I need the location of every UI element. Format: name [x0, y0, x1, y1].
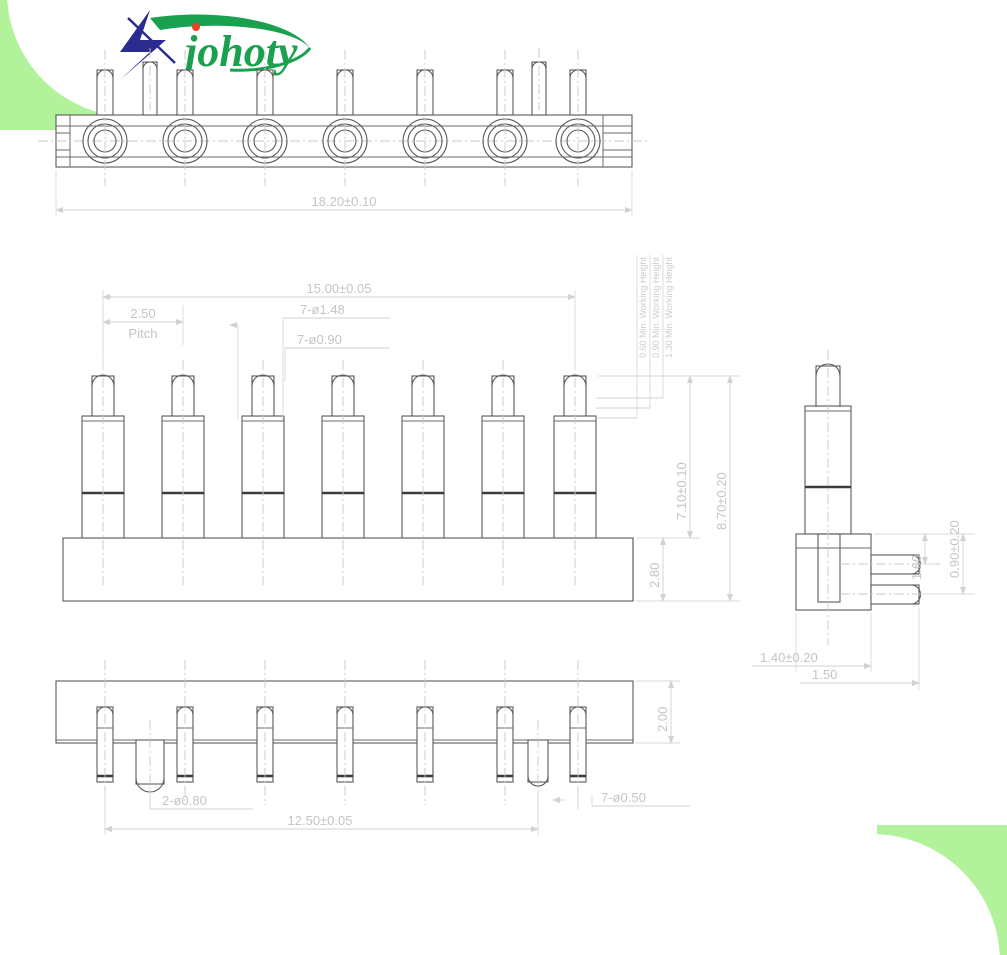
side-view-tail-lower — [840, 584, 940, 605]
dim-label-body-height: 2.80 — [647, 563, 662, 588]
logo-mark-swoosh-tail — [229, 47, 312, 72]
top-view-pin-1 — [82, 50, 128, 186]
dim-label-working-height-1: 0.60 Min. Working Height — [638, 257, 648, 358]
bottom-view-guide-post-2 — [527, 720, 549, 805]
dim-label-pitch-caption: Pitch — [129, 326, 158, 341]
dim-label-pitch-value: 2.50 — [130, 306, 155, 321]
dim-label-body-depth: 1.40±0.20 — [760, 650, 818, 665]
dim-tail-length: 1.50 — [800, 607, 920, 690]
bottom-view-pins — [96, 660, 587, 805]
dim-label-pin-span: 15.00±0.05 — [307, 281, 372, 296]
dim-pin-height: 7.10±0.10 — [598, 375, 700, 539]
bottom-view-pin-1 — [96, 660, 114, 805]
dim-total-height: 8.70±0.20 — [598, 375, 740, 602]
front-view-pin-7 — [553, 360, 597, 585]
bottom-view-pin-3 — [256, 660, 274, 805]
dim-body-height: 2.80 — [636, 537, 672, 602]
bottom-view-pin-5 — [416, 660, 434, 805]
dim-label-barrel-dia: 7-ø1.48 — [300, 302, 345, 317]
dim-guide-post-dia: 2-ø0.80 — [149, 790, 253, 810]
dim-label-working-height-2: 0.90 Min. Working Height — [651, 257, 661, 358]
dim-label-body-thickness: 2.00 — [655, 707, 670, 732]
dim-label-total-height: 8.70±0.20 — [714, 472, 729, 530]
dim-body-depth: 1.40±0.20 — [752, 613, 872, 672]
logo-wordmark: johoty — [179, 27, 298, 76]
dim-barrel-dia: 7-ø1.48 — [229, 302, 390, 420]
top-view-guide-post-b — [531, 48, 547, 116]
front-view-pin-4 — [321, 360, 365, 585]
dim-working-heights: 1.30 Min. Working Height 0.90 Min. Worki… — [596, 255, 674, 419]
bottom-view-pin-2 — [176, 660, 194, 805]
dim-label-tail-length: 1.50 — [812, 667, 837, 682]
dim-label-working-height-3: 1.30 Min. Working Height — [664, 257, 674, 358]
dim-tail-pitch: 0.90±0.20 — [874, 520, 975, 595]
dim-label-overall-length: 18.20±0.10 — [312, 194, 377, 209]
dim-label-tail-offset: 1.60 — [909, 555, 924, 580]
dim-label-pin-height: 7.10±0.10 — [674, 462, 689, 520]
side-view-housing-slot — [817, 533, 841, 603]
top-view-pin-3 — [242, 50, 288, 186]
top-view-guide-post-a — [142, 48, 158, 116]
bottom-view: 2.00 2-ø0.80 12.50±0.05 7-ø0.50 — [55, 660, 690, 835]
front-view-base-block — [62, 537, 634, 602]
logo-mark-swoosh — [150, 14, 310, 49]
dim-label-guide-post-dia: 2-ø0.80 — [162, 793, 207, 808]
logo-mark-lightning — [120, 10, 166, 80]
front-view-pin-3 — [241, 360, 285, 585]
front-view-pin-1 — [81, 360, 125, 585]
bottom-view-pin-6 — [496, 660, 514, 805]
dim-label-tail-dia: 7-ø0.50 — [601, 790, 646, 805]
front-view: 15.00±0.05 2.50 Pitch 7-ø1.48 7-ø0.90 — [62, 255, 740, 602]
dim-body-thickness: 2.00 — [636, 680, 680, 744]
bottom-view-pin-4 — [336, 660, 354, 805]
top-view-pin-7 — [555, 50, 601, 186]
dim-tail-dia: 7-ø0.50 — [552, 790, 690, 810]
side-view-tail-upper — [840, 554, 940, 575]
dim-label-tail-pitch: 0.90±0.20 — [947, 520, 962, 578]
corner-decoration-bottom-right — [877, 825, 1007, 955]
top-view-pin-2 — [162, 50, 208, 186]
top-view: 18.20±0.10 — [38, 48, 650, 215]
front-view-pin-5 — [401, 360, 445, 585]
dim-label-tail-span: 12.50±0.05 — [288, 813, 353, 828]
top-view-pin-4 — [322, 50, 368, 186]
logo-mark-stroke — [127, 17, 176, 64]
dim-label-plunger-dia: 7-ø0.90 — [297, 332, 342, 347]
top-view-pins — [82, 48, 601, 186]
dim-pin-span: 15.00±0.05 — [102, 281, 576, 370]
dim-plunger-dia: 7-ø0.90 — [284, 332, 390, 382]
side-view: 1.60 0.90±0.20 1.40±0.20 1.50 — [752, 350, 975, 690]
front-view-pins — [81, 360, 597, 585]
logo-dot-icon — [192, 23, 200, 31]
front-view-pin-6 — [481, 360, 525, 585]
company-logo: johoty — [120, 10, 312, 80]
bottom-view-pin-7 — [569, 660, 587, 805]
dim-pitch: 2.50 Pitch — [102, 305, 184, 345]
top-view-pin-6 — [482, 50, 528, 186]
front-view-pin-2 — [161, 360, 205, 585]
dim-overall-length: 18.20±0.10 — [55, 170, 633, 215]
top-view-pin-5 — [402, 50, 448, 186]
side-view-housing — [795, 533, 872, 611]
dim-tail-span: 12.50±0.05 — [104, 790, 539, 835]
bottom-view-guide-post-1 — [135, 720, 165, 805]
